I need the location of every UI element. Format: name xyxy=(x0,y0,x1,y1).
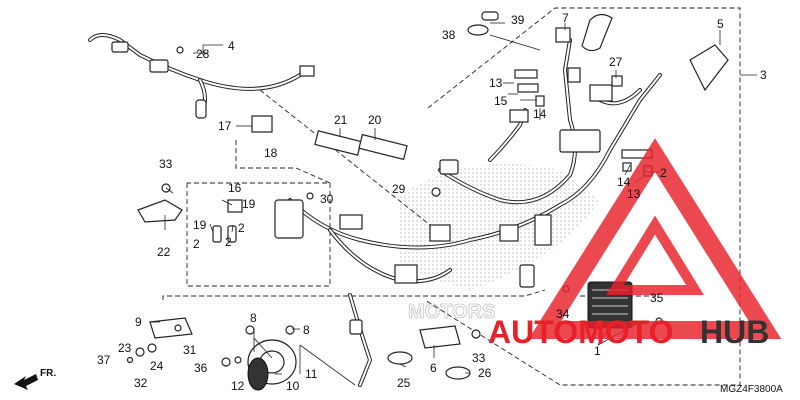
group-outline-16 xyxy=(186,182,331,287)
harness-connectors xyxy=(111,27,613,335)
callout-13: 13 xyxy=(489,76,503,90)
callout-1: 1 xyxy=(594,344,601,358)
callout-15: 15 xyxy=(494,94,508,108)
watermark-brand-part2: HUB xyxy=(700,314,769,350)
callout-4: 4 xyxy=(228,39,235,53)
callout-32: 32 xyxy=(134,376,148,390)
callout-27: 27 xyxy=(609,55,623,69)
front-direction-arrow: FR. xyxy=(14,368,56,390)
callout-20: 20 xyxy=(368,113,382,127)
callout-24: 24 xyxy=(150,359,164,373)
callout-18: 18 xyxy=(264,146,278,160)
direction-label: FR. xyxy=(40,368,56,379)
callout-22: 22 xyxy=(157,245,171,259)
callout-3: 3 xyxy=(760,68,767,82)
callout-29: 29 xyxy=(392,182,406,196)
callout-2: 2 xyxy=(238,221,245,235)
callout-23: 23 xyxy=(118,341,132,355)
callout-6: 6 xyxy=(430,361,437,375)
callout-37: 37 xyxy=(97,353,111,367)
callout-5: 5 xyxy=(717,17,724,31)
watermark-behind-text: MOTORS xyxy=(408,301,495,323)
callout-7: 7 xyxy=(562,11,569,25)
callout-8: 8 xyxy=(303,323,310,337)
callout-labels: 1 2 2 3 4 5 6 7 8 8 9 10 11 12 13 13 14 … xyxy=(97,11,767,393)
callout-36: 36 xyxy=(194,361,208,375)
watermark-triangle xyxy=(528,138,782,339)
callout-12: 12 xyxy=(231,379,245,393)
callout-19: 19 xyxy=(193,218,207,232)
drawing-code: MGZ4F3800A xyxy=(720,384,783,395)
callout-14: 14 xyxy=(617,175,631,189)
callout-38: 38 xyxy=(442,28,456,42)
callout-2: 2 xyxy=(225,235,232,249)
horn xyxy=(247,339,297,391)
callout-34: 34 xyxy=(556,307,570,321)
sub-harness-3 xyxy=(581,13,729,92)
callout-8: 8 xyxy=(250,311,257,325)
callout-28: 28 xyxy=(196,47,210,61)
callout-39: 39 xyxy=(511,13,525,27)
callout-2: 2 xyxy=(193,237,200,251)
callout-33: 33 xyxy=(472,351,486,365)
watermark-brand-part1: AUTOMOTO xyxy=(488,314,673,350)
callout-17: 17 xyxy=(218,119,232,133)
callout-14: 14 xyxy=(533,107,547,121)
callout-30: 30 xyxy=(320,192,334,206)
group-outline-17 xyxy=(235,140,331,184)
callout-21: 21 xyxy=(334,113,348,127)
callout-13: 13 xyxy=(627,187,641,201)
group-outline-4 xyxy=(259,89,431,226)
callout-10: 10 xyxy=(286,379,300,393)
callout-9: 9 xyxy=(135,315,142,329)
callout-16: 16 xyxy=(228,181,242,195)
group-outline-3 xyxy=(424,7,741,386)
callout-19: 19 xyxy=(242,197,256,211)
callout-2: 2 xyxy=(660,166,667,180)
callout-25: 25 xyxy=(397,376,411,390)
callout-33: 33 xyxy=(159,157,173,171)
callout-35: 35 xyxy=(650,291,664,305)
group-outline-6 xyxy=(162,289,546,300)
callout-11: 11 xyxy=(305,367,318,381)
watermark: AUTOMOTO HUB MOTORS xyxy=(408,138,782,350)
callout-26: 26 xyxy=(478,366,492,380)
callout-31: 31 xyxy=(183,343,197,357)
